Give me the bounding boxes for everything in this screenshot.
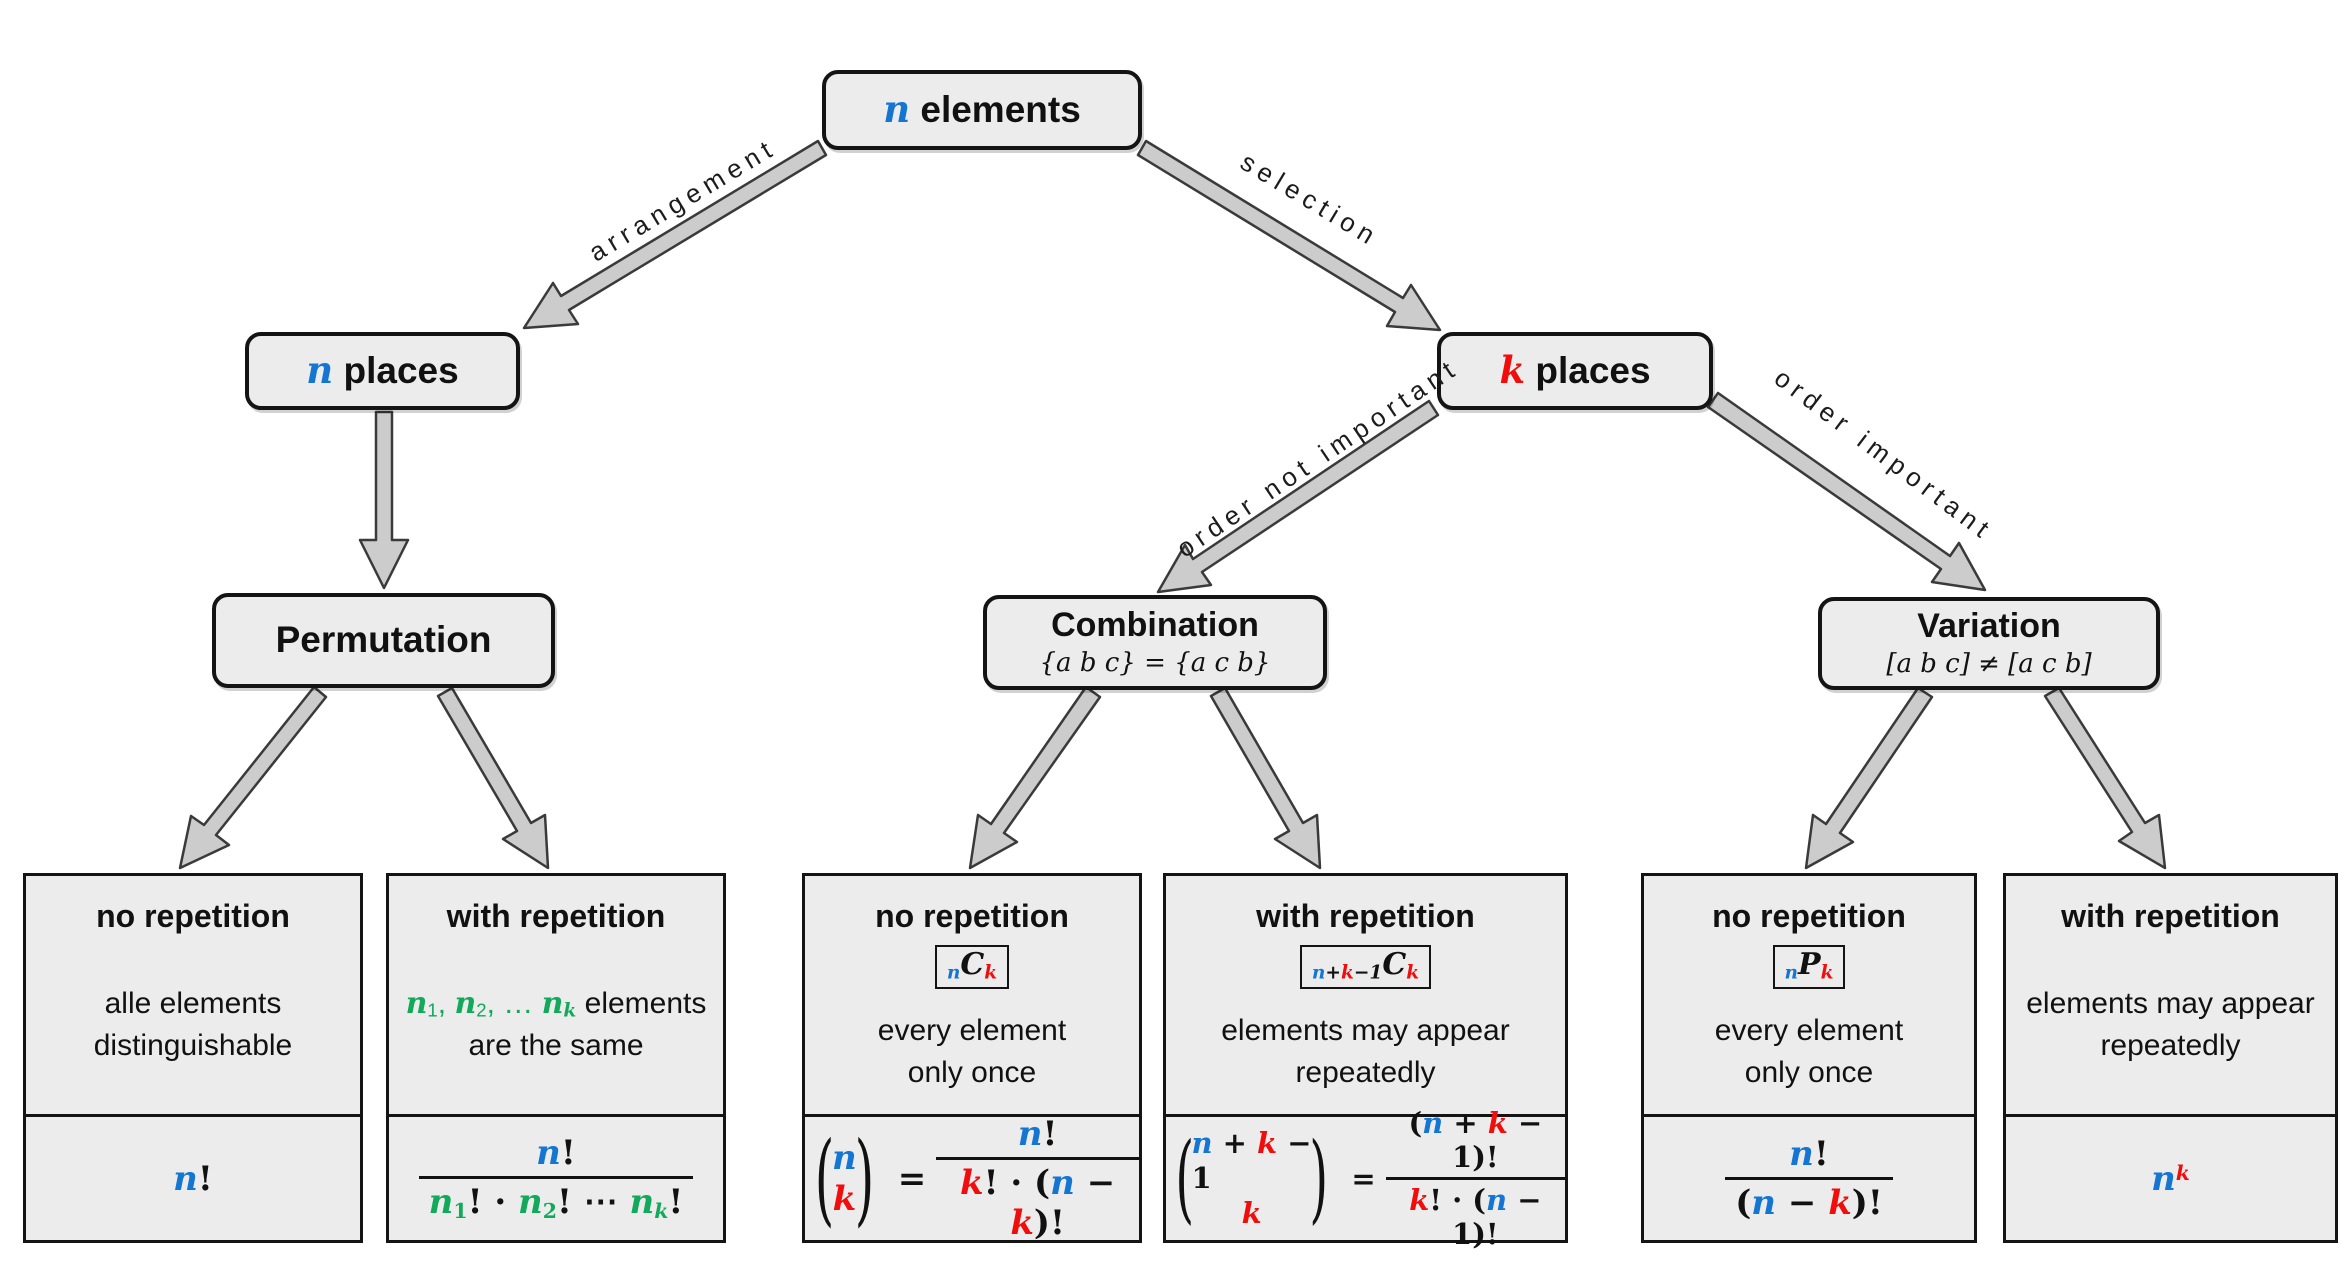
node-k-places: k places (1437, 332, 1713, 410)
card-description: every element only once (877, 1013, 1067, 1089)
arrow-variation-to-no-repetition (1804, 686, 1934, 870)
arrow-k-places-to-variation (1706, 391, 1987, 592)
formula-multiset-permutation: n! n1! · n2! ⋯ nk! (389, 1114, 723, 1240)
node-permutation: Permutation (212, 593, 555, 688)
node-variation: Variation [a b c] ≠ [a c b] (1818, 597, 2160, 690)
card-description: elements may appear repeatedly (2026, 986, 2315, 1062)
badge-nPk: nPk (1772, 945, 1846, 990)
right-paren: ) (854, 1119, 875, 1237)
card-description: alle elements distinguishable (93, 986, 293, 1062)
badge-nCk: nCk (934, 945, 1010, 990)
arrow-permutation-to-no-repetition (178, 685, 328, 870)
node-n-places-title: n places (306, 348, 459, 393)
card-title: with repetition (446, 898, 666, 934)
card-title: with repetition (2061, 898, 2280, 934)
formula-combination: ( n k ) = n! k! · (n − k)! (805, 1114, 1139, 1243)
card-variation-no-repetition: no repetition nPk every element only onc… (1641, 873, 1977, 1243)
badge-n-plus-k-minus-1-Ck: n+k−1Ck (1299, 945, 1432, 990)
card-variation-with-repetition: with repetition elements may appear repe… (2003, 873, 2338, 1243)
card-description: every element only once (1714, 1013, 1904, 1089)
arrow-k-places-to-combination (1156, 399, 1440, 594)
arrow-n-places-to-permutation (358, 410, 410, 590)
formula-n-factorial: n! (26, 1114, 360, 1240)
card-title: no repetition (1712, 898, 1906, 934)
arrow-root-to-k-places (1136, 139, 1442, 332)
card-permutation-with-repetition: with repetition n1, n2, … nk elements ar… (386, 873, 726, 1243)
arrow-combination-to-no-repetition (968, 685, 1102, 870)
card-title: no repetition (875, 898, 1069, 934)
arrow-variation-to-with-repetition (2043, 686, 2167, 870)
node-n-elements: n elements (822, 70, 1142, 150)
arrow-permutation-to-with-repetition (436, 686, 550, 870)
node-combination: Combination {a b c} = {a c b} (983, 595, 1327, 690)
node-n-places: n places (245, 332, 520, 410)
card-description: n1, n2, … nk elements are the same (405, 985, 707, 1062)
card-title: with repetition (1256, 898, 1475, 934)
card-combination-with-repetition: with repetition n+k−1Ck elements may app… (1163, 873, 1568, 1251)
node-combination-subtitle: {a b c} = {a c b} (1039, 648, 1271, 679)
node-n-elements-title: n elements (883, 87, 1081, 132)
node-variation-title: Variation (1917, 606, 2061, 645)
card-combination-no-repetition: no repetition nCk every element only onc… (802, 873, 1142, 1243)
node-k-places-title: k places (1499, 348, 1651, 393)
card-title: no repetition (96, 898, 290, 934)
right-paren: ) (1309, 1122, 1329, 1235)
node-variation-subtitle: [a b c] ≠ [a c b] (1886, 649, 2092, 680)
formula-n-power-k: nk (2006, 1114, 2335, 1240)
card-description: elements may appear repeatedly (1221, 1013, 1510, 1089)
node-permutation-title: Permutation (275, 619, 492, 661)
formula-variation: n! (n − k)! (1644, 1114, 1974, 1240)
arrow-combination-to-with-repetition (1209, 686, 1322, 870)
formula-combination-with-repetition: ( n + k − 1 k ) = (n + k − 1)! k! · (n −… (1166, 1106, 1565, 1251)
left-paren: ( (1175, 1122, 1195, 1235)
node-combination-title: Combination (1051, 605, 1259, 644)
left-paren: ( (814, 1119, 835, 1237)
arrow-root-to-n-places (522, 139, 828, 330)
card-permutation-no-repetition: no repetition alle elements distinguisha… (23, 873, 363, 1243)
